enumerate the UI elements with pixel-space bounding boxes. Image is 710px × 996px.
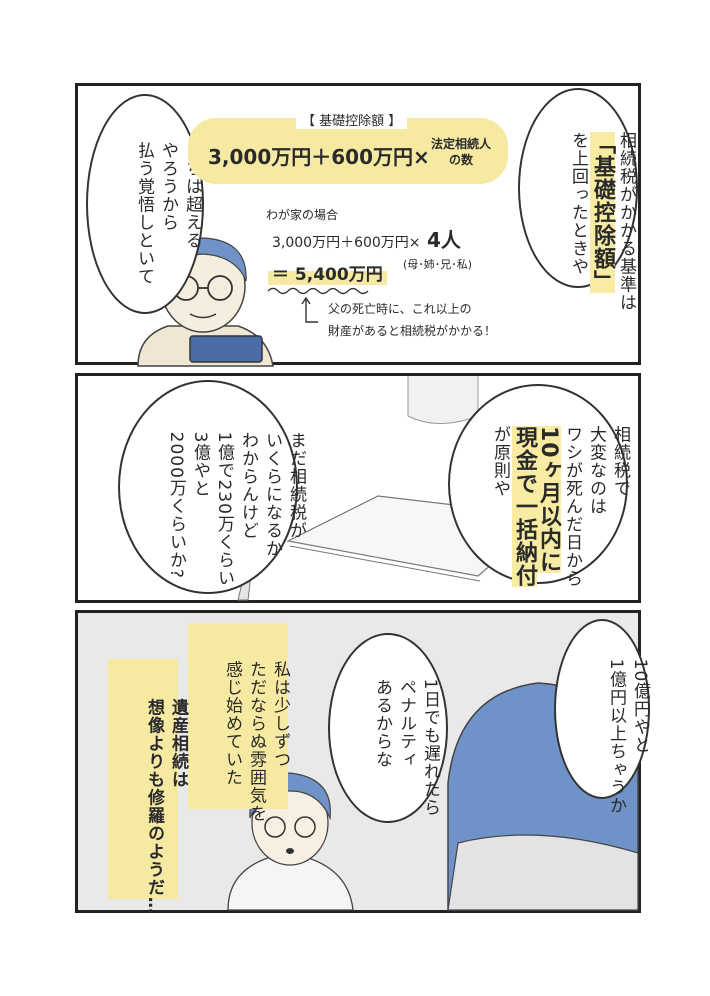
- panel3-mid-text: 1日でも遅れたら ペナルティ あるからな: [346, 653, 466, 817]
- arrow-icon: [301, 296, 318, 323]
- caption-left-line2: 想像よりも修羅のようだ…: [144, 698, 164, 915]
- panel2-left-text: まだ相続税が いくらになるか わからんけど 1億で230万くらい 3億やと 20…: [140, 406, 332, 587]
- squiggle-underline: [267, 287, 369, 295]
- example-note-line2: 財産があると相続税がかかる！: [328, 324, 497, 338]
- caption-left-text: 遺産相続は 想像よりも修羅のようだ…: [118, 671, 214, 915]
- panel2-right-line6: が原則や: [490, 425, 510, 498]
- panel2-left-line6: 2000万くらいか?: [166, 431, 186, 579]
- bubble-right-line3: を上回ったときや: [568, 131, 588, 276]
- bubble-right-text: 相続税がかかる基準は 「基礎控除額」 を上回ったときや: [542, 106, 662, 312]
- panel2-left-line4: 1億で230万くらい: [214, 431, 234, 587]
- narration-caption-left: [108, 659, 178, 899]
- caption-right-line2: ただならぬ雰囲気を: [246, 660, 266, 823]
- speech-bubble-father-left: [86, 94, 204, 314]
- caption-left-line1: 遺産相続は: [168, 698, 188, 789]
- caption-right-text: 私は少しずつ ただならぬ雰囲気を 感じ始めていた: [196, 635, 316, 823]
- speech-bubble-father-panel3-mid: [328, 633, 448, 823]
- panel2-right-line5: 現金で一括納付: [512, 425, 537, 587]
- formula-box: [188, 118, 508, 184]
- panel3-right-line1: 10億円やと: [630, 658, 650, 755]
- panel2-right-line3: ワシが死んだ日から: [562, 425, 582, 588]
- panel2-right-text: 相続税で 大変なのは ワシが死んだ日から 10ヶ月以内に 現金で一括納付 が原則…: [464, 400, 656, 588]
- panel2-right-line4: 10ヶ月以内に: [536, 425, 561, 574]
- panel3-right-line2: 1億円以上ちゃうか: [606, 658, 626, 815]
- caption-right-line3: 感じ始めていた: [222, 660, 242, 787]
- panel3-mid-line3: あるからな: [372, 678, 392, 769]
- example-count: 4人: [427, 228, 461, 252]
- panel2-left-line5: 3億やと: [190, 431, 210, 498]
- panel3-right-text: 10億円やと 1億円以上ちゃうか: [580, 633, 676, 815]
- example-note-line1: 父の死亡時に、これ以上の: [328, 302, 472, 316]
- panel2-left-line3: わからんけど: [238, 431, 258, 540]
- example-result: ＝ 5,400万円: [268, 260, 387, 285]
- panel2-left-line2: いくらになるか: [262, 431, 282, 558]
- panel3-mid-line2: ペナルティ: [396, 678, 416, 769]
- formula-main: 3,000万円＋600万円×: [208, 145, 430, 169]
- panel3-mid-line1: 1日でも遅れたら: [420, 678, 440, 817]
- panel2-right-line1: 相続税で: [610, 425, 630, 498]
- formula-multiplier: 法定相続人の数: [430, 137, 491, 167]
- speech-bubble-father-panel3-right: [554, 619, 650, 799]
- panel-1: うちは超える やろうから 払う覚悟しといて 【 基礎控除額 】 3,000万円＋…: [75, 83, 641, 367]
- example-members: (母･姉･兄･私): [403, 258, 473, 271]
- example-formula: 3,000万円＋600万円×: [272, 235, 421, 251]
- formula-title: 【 基礎控除額 】: [296, 110, 408, 129]
- caption-right-line1: 私は少しずつ: [270, 660, 290, 769]
- panel-2: まだ相続税が いくらになるか わからんけど 1億で230万くらい 3億やと 20…: [75, 373, 641, 603]
- speech-bubble-father-panel2-left: [118, 380, 298, 594]
- narration-caption-right: [188, 623, 288, 809]
- panel2-left-line1: まだ相続税が: [286, 431, 306, 540]
- bubble-right-line1: 相続税がかかる基準は: [616, 131, 636, 312]
- speech-bubble-father-right: [518, 88, 638, 288]
- example-label: わが家の場合: [266, 208, 339, 222]
- panel2-right-line2: 大変なのは: [586, 425, 606, 516]
- bubble-left-line2: やろうから: [158, 141, 178, 232]
- panel-3: 10億円やと 1億円以上ちゃうか 1日でも遅れたら ペナルティ あるからな 私は…: [75, 610, 650, 915]
- bubble-right-line2: 「基礎控除額」: [590, 131, 615, 293]
- bubble-left-line3: 払う覚悟しといて: [134, 141, 154, 286]
